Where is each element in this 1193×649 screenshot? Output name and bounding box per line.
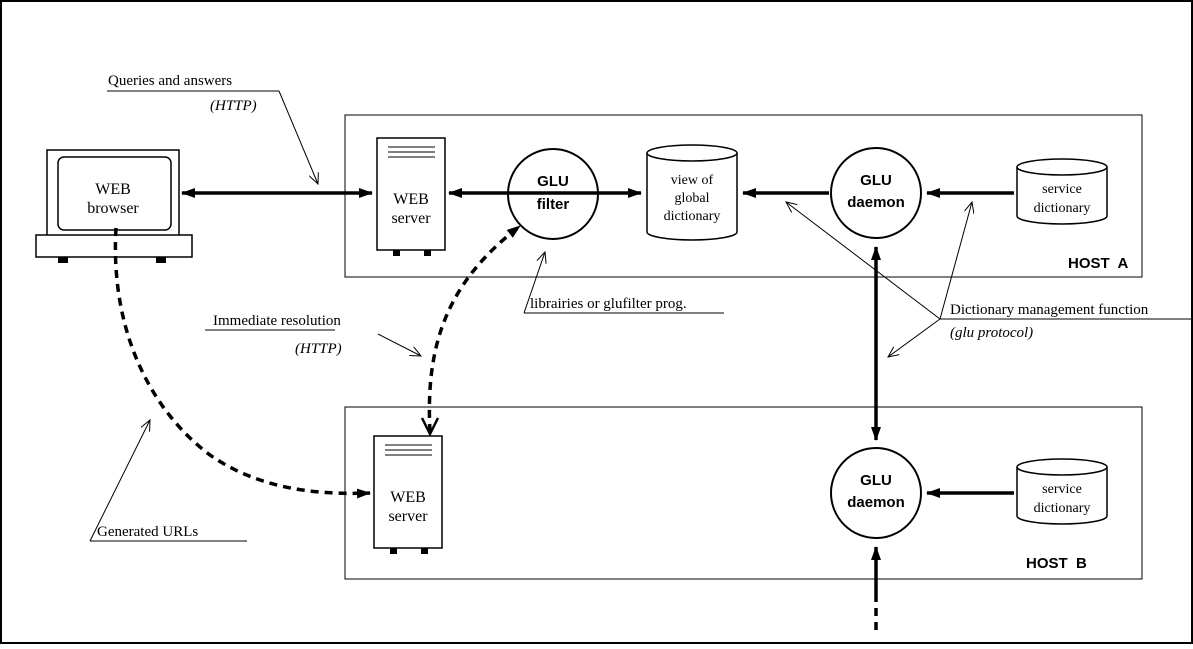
web-browser-label-line2: browser — [87, 200, 139, 217]
service-dict-b-label-line2: dictionary — [1034, 501, 1091, 516]
queries-http-label: (HTTP) — [210, 98, 257, 114]
web-server-a-label-line2: server — [391, 210, 431, 227]
web-server-b-label-line2: server — [388, 508, 428, 525]
web-server-b-label-line1: WEB — [390, 489, 426, 506]
immediate-http-label: (HTTP) — [295, 341, 342, 357]
computer-foot-right — [156, 257, 166, 263]
service-dictionary-a-cylinder: service dictionary — [1016, 158, 1108, 225]
dict-mgmt-callout-view — [786, 202, 941, 320]
immediate-resolution-start-arrow — [420, 417, 440, 437]
web-server-a: WEB server — [376, 137, 446, 256]
web-server-b: WEB server — [373, 435, 443, 554]
host-a-label: HOST A — [1068, 255, 1128, 272]
service-dictionary-b-cylinder: service dictionary — [1016, 458, 1108, 525]
libraries-callout — [523, 252, 545, 314]
glu-daemon-b-node: GLU daemon — [830, 447, 922, 539]
glu-daemon-a-label-line1: GLU — [860, 172, 892, 189]
glu-filter-label-line2: filter — [537, 196, 570, 213]
view-label-line2: global — [675, 191, 710, 206]
dict-mgmt-callout-protocol — [888, 318, 941, 357]
service-dict-a-label-line1: service — [1042, 182, 1082, 197]
generated-urls-dashed-link — [113, 227, 371, 499]
queries-label: Queries and answers — [108, 73, 232, 89]
generated-urls-callout — [89, 420, 150, 542]
view-label-line3: dictionary — [664, 209, 721, 224]
web-browser-label-line1: WEB — [95, 181, 131, 198]
immediate-resolution-dashed-link — [427, 224, 522, 433]
web-server-a-label-line1: WEB — [393, 191, 429, 208]
service-dict-b-label-line1: service — [1042, 482, 1082, 497]
glu-daemon-a-label-line2: daemon — [847, 194, 905, 211]
queries-callout — [278, 90, 318, 184]
view-label-line1: view of — [671, 173, 714, 188]
generated-urls-label: Generated URLs — [97, 524, 198, 540]
global-dictionary-view-cylinder: view of global dictionary — [646, 144, 738, 241]
glu-daemon-a-node: GLU daemon — [830, 147, 922, 239]
immediate-callout — [377, 333, 421, 356]
host-b-label: HOST B — [1026, 555, 1087, 572]
immediate-label: Immediate resolution — [213, 313, 341, 329]
service-dict-a-label-line2: dictionary — [1034, 201, 1091, 216]
dict-mgmt-label: Dictionary management function — [950, 302, 1149, 318]
computer-foot-left — [58, 257, 68, 263]
glu-filter-label-line1: GLU — [537, 173, 569, 190]
glu-daemon-b-label-line1: GLU — [860, 472, 892, 489]
libraries-label: librairies or glufilter prog. — [530, 296, 687, 312]
dict-mgmt-callout-service — [939, 202, 972, 320]
glu-protocol-label: (glu protocol) — [950, 325, 1033, 341]
glu-daemon-b-label-line2: daemon — [847, 494, 905, 511]
